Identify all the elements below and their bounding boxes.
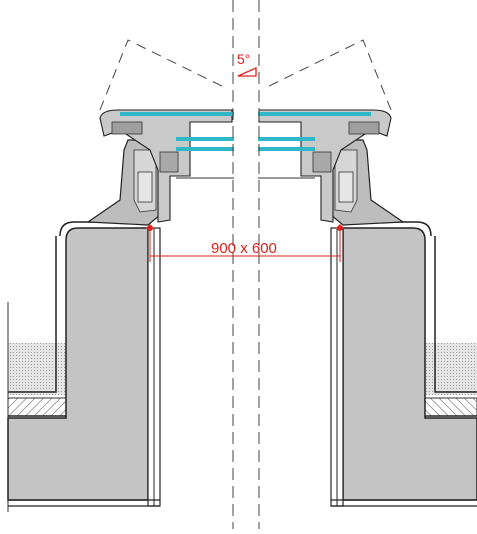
right-open-arc (264, 39, 392, 111)
left-glass-mid (176, 137, 234, 141)
left-glass-low (176, 147, 234, 151)
left-hatch-layer (7, 397, 67, 417)
left-flashing (8, 221, 150, 393)
left-upstand (7, 227, 149, 501)
angle-symbol (237, 66, 257, 77)
center-break (234, 0, 258, 529)
left-open-arc (99, 39, 227, 111)
right-side-group (257, 109, 477, 507)
angle-label: 5° (237, 51, 250, 67)
left-insulation (8, 343, 66, 395)
dimension-label: 900 x 600 (211, 240, 277, 257)
left-glass-top (120, 112, 234, 116)
